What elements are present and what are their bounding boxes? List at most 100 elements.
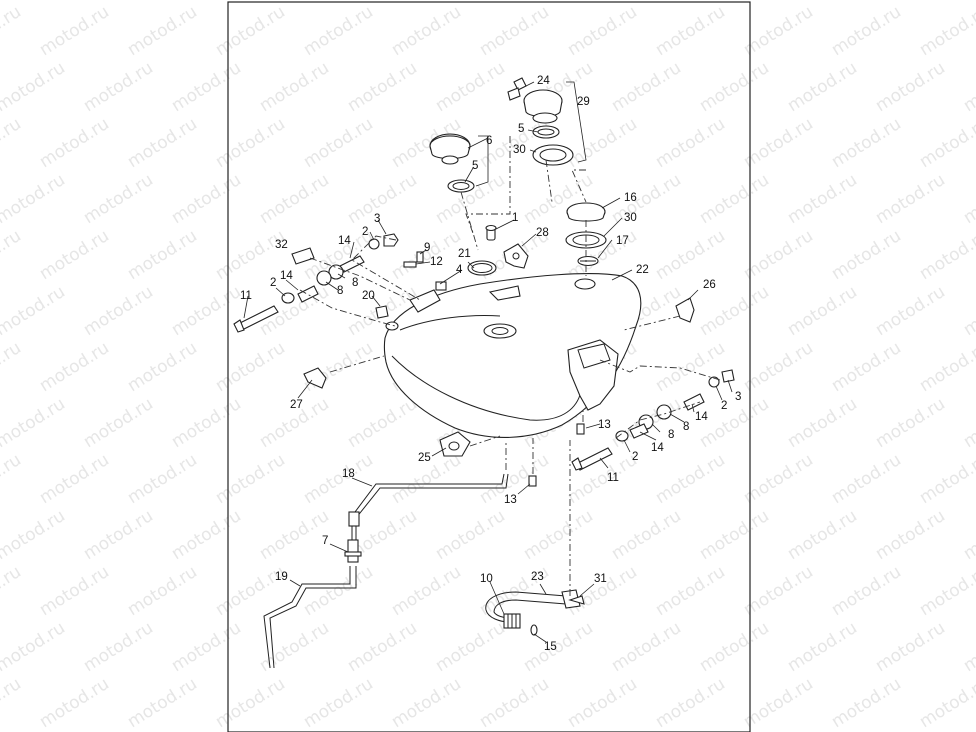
callout-23: 23 — [531, 571, 544, 583]
watermark-text: motod.ru — [872, 618, 949, 676]
watermark-text: motod.ru — [872, 0, 949, 4]
watermark-text: motod.ru — [0, 506, 69, 564]
watermark-text: motod.ru — [300, 114, 377, 172]
bushing-8-lower-left — [316, 270, 332, 286]
watermark-text: motod.ru — [960, 506, 976, 564]
watermark-text: motod.ru — [124, 226, 201, 284]
watermark-text: motod.ru — [0, 338, 25, 396]
callout-31: 31 — [594, 573, 607, 585]
watermark-text: motod.ru — [0, 394, 69, 452]
watermark-text: motod.ru — [168, 58, 245, 116]
watermark-text: motod.ru — [652, 450, 729, 508]
watermark-text: motod.ru — [872, 58, 949, 116]
callout-2-upper-right: 2 — [721, 400, 727, 412]
watermark-text: motod.ru — [36, 226, 113, 284]
callout-14-lower-right: 14 — [651, 442, 664, 454]
watermark-text: motod.ru — [872, 394, 949, 452]
watermark-text: motod.ru — [80, 58, 157, 116]
callout-29: 29 — [577, 96, 590, 108]
callout-4: 4 — [456, 264, 463, 276]
callout-5-left: 5 — [472, 160, 478, 172]
oring-15 — [530, 624, 538, 636]
watermark-text: motod.ru — [300, 674, 377, 732]
watermark-text: motod.ru — [652, 562, 729, 620]
callout-2-lower-left: 2 — [270, 277, 276, 289]
watermark-text: motod.ru — [740, 2, 817, 60]
tube-32 — [291, 247, 315, 265]
washer-2-upper-right — [708, 376, 720, 388]
watermark-text: motod.ru — [784, 0, 861, 4]
watermark-text: motod.ru — [740, 114, 817, 172]
watermark-text: motod.ru — [168, 282, 245, 340]
callout-30-mid: 30 — [624, 212, 637, 224]
washer-2-lower-right — [615, 430, 629, 442]
callout-25: 25 — [418, 452, 431, 464]
screw-13-lower — [528, 475, 537, 487]
callout-28: 28 — [536, 227, 549, 239]
filler-cap-6 — [429, 133, 471, 165]
watermark-text: motod.ru — [124, 114, 201, 172]
watermark-text: motod.ru — [300, 562, 377, 620]
watermark-text: motod.ru — [212, 674, 289, 732]
watermark-text: motod.ru — [344, 618, 421, 676]
watermark-text: motod.ru — [608, 618, 685, 676]
nut-3-right — [721, 369, 735, 383]
callout-2-lower-right: 2 — [632, 451, 638, 463]
watermark-text: motod.ru — [696, 170, 773, 228]
callout-8-lower-left: 8 — [337, 285, 343, 297]
callout-1: 1 — [512, 212, 518, 224]
gasket-5-left — [447, 179, 475, 193]
watermark-text: motod.ru — [124, 338, 201, 396]
watermark-text: motod.ru — [740, 226, 817, 284]
callout-13-lower: 13 — [504, 494, 517, 506]
watermark-text: motod.ru — [608, 170, 685, 228]
watermark-text: motod.ru — [300, 450, 377, 508]
watermark-text: motod.ru — [212, 338, 289, 396]
watermark-text: motod.ru — [696, 58, 773, 116]
watermark-text: motod.ru — [784, 58, 861, 116]
watermark-text: motod.ru — [36, 114, 113, 172]
callout-18: 18 — [342, 468, 355, 480]
screw-13-upper — [576, 423, 585, 435]
watermark-text: motod.ru — [652, 674, 729, 732]
watermark-text: motod.ru — [784, 394, 861, 452]
watermark-text: motod.ru — [916, 562, 976, 620]
callout-30-top: 30 — [513, 144, 526, 156]
watermark-text: motod.ru — [740, 674, 817, 732]
watermark-text: motod.ru — [608, 58, 685, 116]
watermark-text: motod.ru — [476, 2, 553, 60]
watermark-text: motod.ru — [916, 226, 976, 284]
watermark-text: motod.ru — [960, 58, 976, 116]
watermark-text: motod.ru — [432, 58, 509, 116]
callout-17: 17 — [616, 235, 629, 247]
watermark-text: motod.ru — [0, 674, 25, 732]
watermark-text: motod.ru — [564, 114, 641, 172]
watermark-text: motod.ru — [256, 58, 333, 116]
spacer-14-lower-left — [297, 285, 319, 303]
screw-1 — [485, 224, 497, 241]
watermark-text: motod.ru — [960, 618, 976, 676]
watermark-text: motod.ru — [212, 450, 289, 508]
watermark-text: motod.ru — [784, 282, 861, 340]
callout-12: 12 — [430, 256, 443, 268]
watermark-text: motod.ru — [256, 170, 333, 228]
vent-line-19 — [263, 566, 357, 669]
watermark-text: motod.ru — [960, 0, 976, 4]
watermark-text: motod.ru — [80, 282, 157, 340]
watermark-text: motod.ru — [168, 506, 245, 564]
watermark-text: motod.ru — [828, 674, 905, 732]
watermark-text: motod.ru — [0, 58, 69, 116]
callout-8-lower-right: 8 — [668, 429, 674, 441]
watermark-text: motod.ru — [960, 394, 976, 452]
watermark-text: motod.ru — [916, 450, 976, 508]
watermark-text: motod.ru — [212, 114, 289, 172]
leader-lines — [243, 81, 733, 643]
watermark-text: motod.ru — [916, 114, 976, 172]
watermark-text: motod.ru — [432, 506, 509, 564]
watermark-text: motod.ru — [916, 338, 976, 396]
callout-14-lower-left: 14 — [280, 270, 293, 282]
callout-5-right: 5 — [518, 123, 524, 135]
watermark-text: motod.ru — [652, 114, 729, 172]
vent-cap-16 — [566, 202, 606, 222]
